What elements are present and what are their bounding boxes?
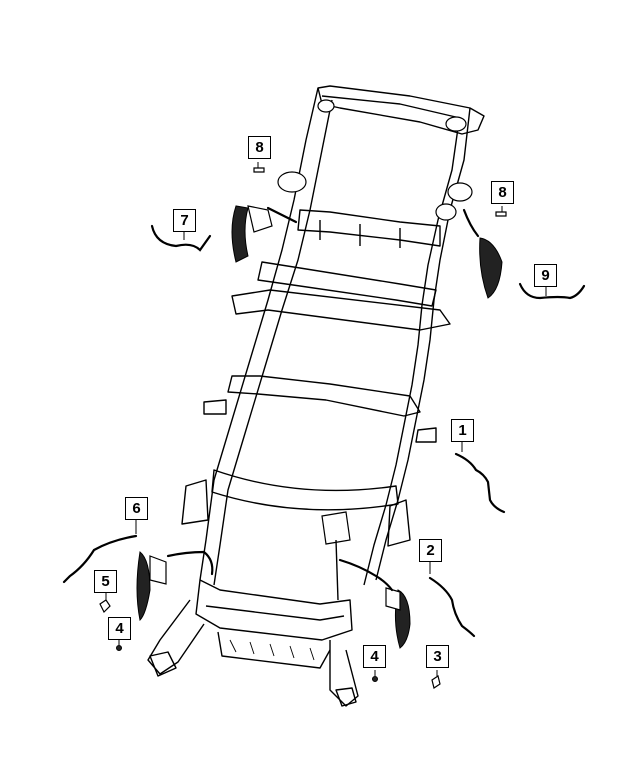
harness-rear-right-link	[338, 558, 394, 592]
harness-front-right-link	[462, 208, 480, 238]
harness-rear-left-link	[166, 550, 214, 576]
screw-4a	[116, 640, 122, 651]
harness-7	[150, 224, 212, 252]
harness-2	[428, 576, 476, 638]
harness-9	[518, 282, 586, 300]
rear-left-knuckle	[136, 551, 167, 622]
harness-front-left-link	[266, 206, 298, 224]
front-right-knuckle	[479, 237, 503, 299]
clip-3	[431, 670, 441, 689]
callout-5: 5	[94, 570, 117, 593]
callout-4-left: 4	[108, 617, 131, 640]
callout-7: 7	[173, 209, 196, 232]
harness-6	[62, 534, 138, 584]
callout-6: 6	[125, 497, 148, 520]
clip-5	[99, 592, 111, 614]
callout-1: 1	[451, 419, 474, 442]
callout-3: 3	[426, 645, 449, 668]
harness-1	[454, 452, 506, 514]
rear-right-knuckle	[385, 587, 411, 649]
callout-4-right: 4	[363, 645, 386, 668]
vehicle-frame	[147, 85, 485, 707]
bolt-8b	[495, 206, 507, 217]
callout-9: 9	[534, 264, 557, 287]
callout-8-left: 8	[248, 136, 271, 159]
screw-4b	[372, 670, 378, 682]
front-left-knuckle	[231, 205, 273, 263]
callout-2: 2	[419, 539, 442, 562]
bolt-8a	[253, 162, 265, 173]
callout-8-right: 8	[491, 181, 514, 204]
